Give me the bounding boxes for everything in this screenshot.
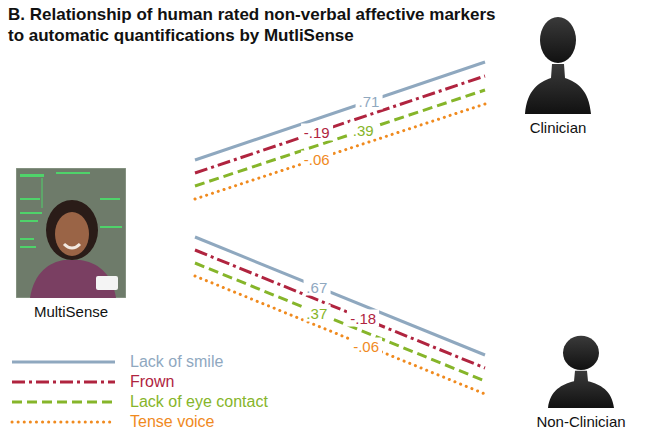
legend-label: Tense voice bbox=[130, 412, 215, 432]
face-photo bbox=[16, 168, 126, 298]
connector bbox=[195, 76, 485, 173]
connector-line bbox=[195, 62, 485, 160]
node-label: Non-Clinician bbox=[512, 412, 650, 431]
connector-line bbox=[195, 250, 485, 368]
connector bbox=[195, 62, 485, 160]
legend-label: Lack of smile bbox=[130, 352, 223, 372]
legend-label: Frown bbox=[130, 372, 174, 392]
connector bbox=[195, 276, 485, 394]
legend-sample-line bbox=[12, 361, 115, 364]
node-label: MultiSense bbox=[12, 302, 130, 321]
legend-sample-line bbox=[12, 421, 115, 424]
connector bbox=[195, 104, 485, 199]
correlation-value: -.06 bbox=[350, 337, 382, 354]
legend-sample-line bbox=[12, 401, 115, 404]
multisense-node: MultiSense bbox=[12, 168, 130, 321]
connector bbox=[195, 250, 485, 368]
connector-line bbox=[195, 237, 485, 355]
correlation-value: -.19 bbox=[301, 124, 333, 141]
connector-line bbox=[195, 104, 485, 199]
correlation-value: .67 bbox=[303, 278, 330, 295]
legend-label: Lack of eye contact bbox=[130, 392, 268, 412]
rater-node: Non-Clinician bbox=[512, 326, 650, 431]
correlation-value: .39 bbox=[350, 122, 377, 139]
person-silhouette bbox=[546, 326, 616, 408]
connector-line bbox=[195, 76, 485, 173]
rater-node: Clinician bbox=[508, 4, 608, 137]
legend-sample-line bbox=[12, 381, 115, 384]
connector-line bbox=[195, 263, 485, 381]
person-silhouette bbox=[523, 4, 593, 114]
node-label: Clinician bbox=[508, 118, 608, 137]
connector-line bbox=[195, 90, 485, 186]
correlation-value: -.06 bbox=[301, 151, 333, 168]
connector bbox=[195, 263, 485, 381]
connector-line bbox=[195, 276, 485, 394]
correlation-value: -.18 bbox=[347, 310, 379, 327]
correlation-value: .71 bbox=[356, 93, 383, 110]
correlation-value: .37 bbox=[303, 304, 330, 321]
connector bbox=[195, 90, 485, 186]
connector bbox=[195, 237, 485, 355]
diagram-title: B. Relationship of human rated non-verba… bbox=[8, 4, 498, 46]
